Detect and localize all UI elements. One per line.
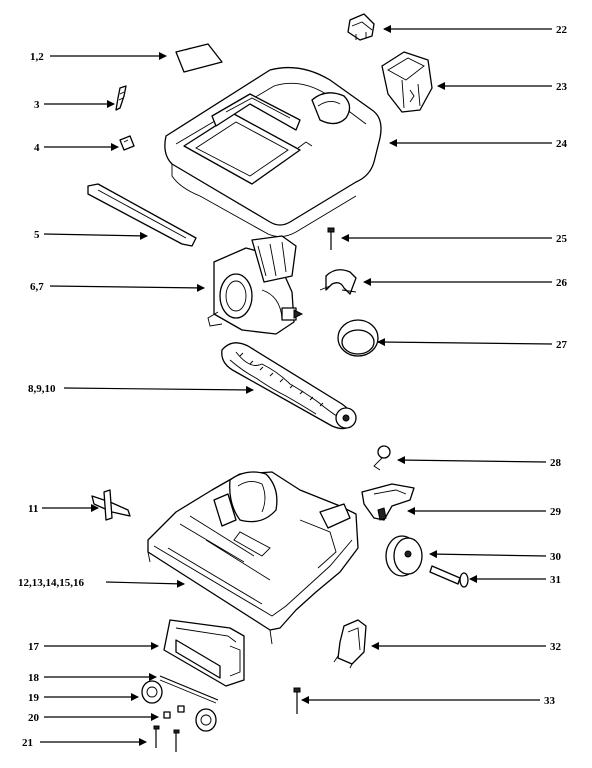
callout-11: 11 [28,503,99,515]
callout-label: 26 [556,277,568,289]
callout-label: 4 [34,142,40,154]
callout-label: 27 [556,339,568,351]
part-small-block [119,135,135,151]
callout-label: 23 [556,81,568,93]
callout-label: 30 [550,551,562,563]
part-screw-25 [327,227,335,250]
part-brush-roll [221,342,357,430]
callout-12-16: 12,13,14,15,16 [18,577,185,589]
callout-4: 4 [34,142,119,154]
callout-label: 21 [22,737,33,749]
callout-18: 18 [28,672,157,684]
callout-31: 31 [469,574,561,586]
part-spring-clip [115,85,127,111]
part-pedal-29 [361,483,415,521]
callout-5: 5 [34,229,148,241]
callout-label: 33 [544,695,556,707]
leader-line [377,338,553,347]
callout-26: 26 [363,277,568,289]
callout-label: 11 [28,503,38,515]
part-belt-27 [337,319,379,357]
callout-label: 25 [556,233,568,245]
part-rod-18 [159,675,219,704]
callout-30: 30 [429,550,562,563]
part-hood-cover [164,66,382,237]
part-wheel-30 [385,535,423,577]
callout-3: 3 [34,99,115,111]
callout-label: 5 [34,229,40,241]
callout-23: 23 [437,81,568,93]
part-label-card [175,43,223,73]
callout-label: 28 [550,457,562,469]
part-base-housing [147,471,359,645]
callout-28: 28 [397,456,562,469]
callout-label: 22 [556,24,568,36]
callout-33: 33 [301,695,556,707]
callout-label: 1,2 [30,51,44,63]
part-handle-socket [381,51,433,113]
callout-21: 21 [22,737,147,749]
callout-label: 31 [550,574,561,586]
callout-label: 29 [550,506,562,518]
part-small-wheel-19b [195,708,217,732]
callout-22: 22 [383,24,568,36]
callout-label: 6,7 [30,281,44,293]
callout-label: 19 [28,692,40,704]
leader-line [49,283,205,292]
part-small-clips-20 [163,705,185,719]
callout-label: 8,9,10 [28,383,56,395]
part-axle-31 [429,565,469,588]
part-bumper-strip [87,183,197,247]
callout-label: 20 [28,712,40,724]
callout-25: 25 [341,233,568,245]
callout-label: 12,13,14,15,16 [18,577,85,589]
callout-8-9-10: 8,9,10 [28,383,254,395]
part-bracket-26 [319,269,357,295]
callout-29: 29 [407,506,562,518]
part-small-wheel-19a [141,680,163,704]
callout-32: 32 [371,641,562,653]
part-spring-28 [373,445,391,471]
callout-1-2: 1,2 [30,51,167,63]
leader-line [105,579,185,588]
part-screws-21 [153,725,180,752]
leader-line [429,550,547,559]
callout-label: 17 [28,641,40,653]
leader-line [63,385,254,394]
callout-label: 3 [34,99,40,111]
callout-label: 24 [556,138,568,150]
callout-19: 19 [28,692,139,704]
callout-17: 17 [28,641,159,653]
callout-6-7: 6,7 [30,281,205,293]
callout-27: 27 [377,338,568,351]
part-screw-33 [293,687,301,714]
part-clip-22 [347,13,375,41]
callout-label: 18 [28,672,40,684]
part-bracket-32 [333,619,367,669]
callout-20: 20 [28,712,159,724]
part-motor [207,235,304,335]
callout-24: 24 [389,138,568,150]
callout-label: 32 [550,641,562,653]
leader-line [43,231,148,240]
part-nozzle-channel-17 [163,619,245,687]
leader-line [397,456,547,465]
part-cross-clip-11 [91,489,131,521]
